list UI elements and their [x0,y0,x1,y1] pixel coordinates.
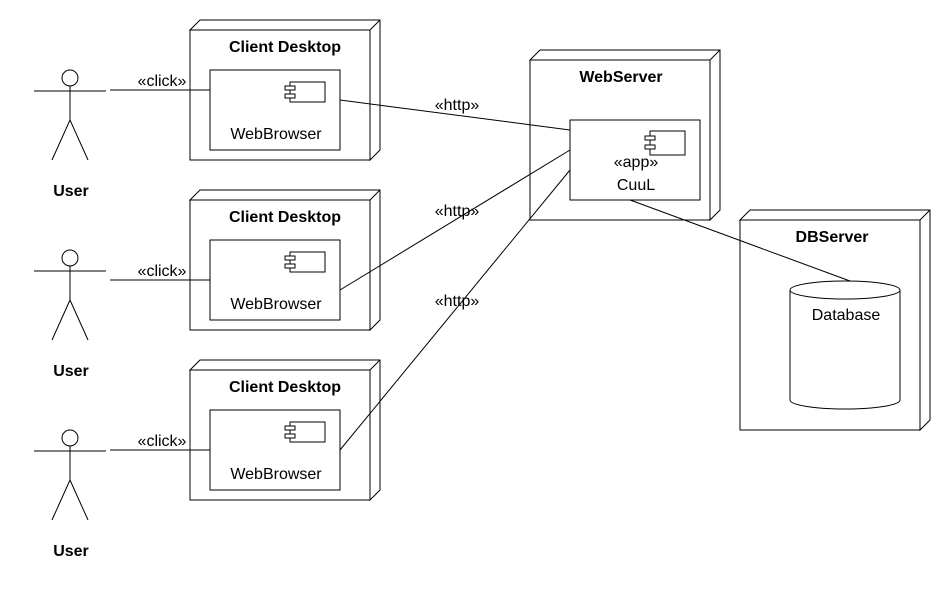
component-icon [284,81,326,103]
node-title: Client Desktop [229,39,341,56]
database-cylinder-icon: Database [789,280,901,410]
component-icon [284,251,326,273]
http-label: «http» [435,203,480,220]
http-label: «http» [435,97,480,114]
component-label: WebBrowser [230,466,322,483]
component-label: WebBrowser [230,126,322,143]
http-connector [339,99,571,131]
user-label: User [53,363,89,380]
click-label: «click» [138,73,187,90]
component-icon [644,130,686,156]
user-actor-1: User [34,69,106,200]
user-actor-2: User [34,249,106,380]
http-label: «http» [435,293,480,310]
client-desktop-node-2: Client Desktop WebBrowser [188,189,381,332]
component-stereotype: «app» [614,154,659,171]
dbserver-node: DBServer Database [738,209,931,432]
webserver-node: WebServer «app» CuuL [528,49,721,222]
node-title: DBServer [796,229,869,246]
user-actor-3: User [34,429,106,560]
connections [110,89,851,451]
node-title: Client Desktop [229,379,341,396]
connection-labels: «click» «click» «click» «http» «http» «h… [138,73,480,450]
http-connector [339,169,571,451]
click-label: «click» [138,263,187,280]
node-title: Client Desktop [229,209,341,226]
webbrowser-component: WebBrowser [209,69,341,151]
db-connector [629,199,851,282]
client-desktop-node-1: Client Desktop WebBrowser [188,19,381,162]
webbrowser-component: WebBrowser [209,409,341,491]
client-desktop-node-3: Client Desktop WebBrowser [188,359,381,502]
database-label: Database [812,307,881,324]
webbrowser-component: WebBrowser [209,239,341,321]
component-label: CuuL [617,177,655,194]
user-label: User [53,183,89,200]
user-label: User [53,543,89,560]
component-label: WebBrowser [230,296,322,313]
component-icon [284,421,326,443]
node-title: WebServer [579,69,662,86]
http-connector [339,149,571,291]
click-label: «click» [138,433,187,450]
app-component: «app» CuuL [569,119,701,201]
